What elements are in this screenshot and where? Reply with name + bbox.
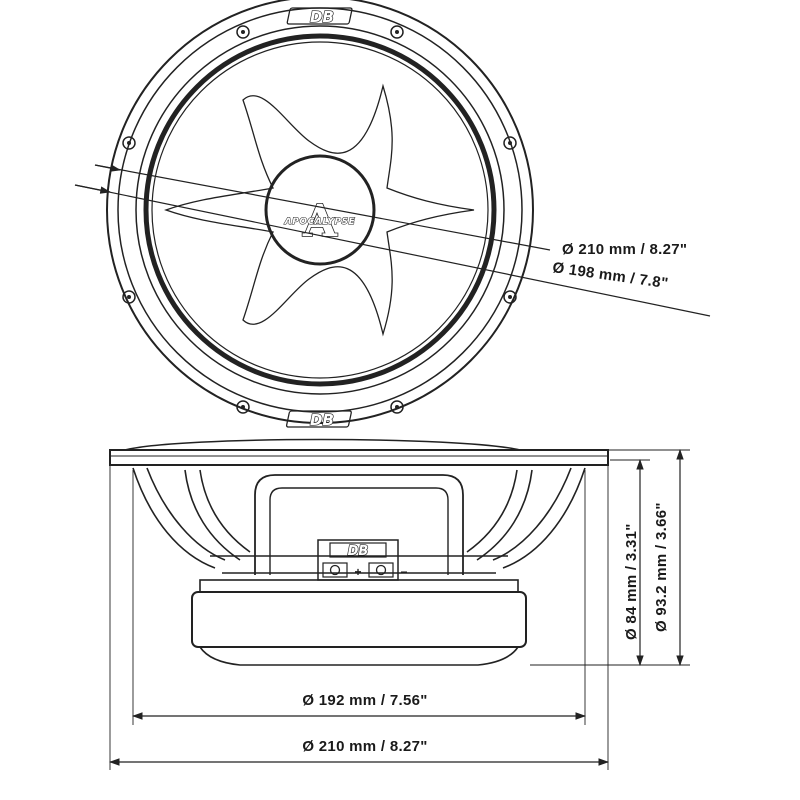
brand-logo-bottom: DB xyxy=(285,410,352,430)
dim-outer-leader xyxy=(94,164,551,251)
mounting-screw-icon xyxy=(390,25,404,39)
brand-logo-side: DB xyxy=(329,542,387,560)
motor-plate xyxy=(199,579,519,593)
mounting-screw-icon xyxy=(390,400,404,414)
mounting-screw-icon xyxy=(236,25,250,39)
brand-logo-top: DB xyxy=(286,7,353,27)
svg-text:DB: DB xyxy=(310,411,334,429)
mounting-screw-icon xyxy=(122,290,136,304)
top-view: A APOCALYPSE DB DB Ø 210 mm / 8.27" Ø 19… xyxy=(74,0,711,430)
dim-cutout-arrow xyxy=(74,184,112,194)
svg-text:DB: DB xyxy=(348,544,369,559)
outer-frame-ring xyxy=(106,0,534,424)
mounting-flange xyxy=(109,449,609,466)
dim-outer-arrow xyxy=(94,164,122,172)
side-view: + − DB Ø 84 mm / 3.31" Ø 93.2 mm / 3.66"… xyxy=(108,438,690,770)
product-logo-letter: A xyxy=(302,196,338,247)
dim-cutout-leader xyxy=(74,184,711,317)
dim-basket-label: Ø 192 mm / 7.56" xyxy=(302,692,427,709)
mounting-screw-icon xyxy=(236,400,250,414)
terminal-plus-label: + xyxy=(354,565,361,579)
terminal-minus-label: − xyxy=(400,565,407,579)
dim-overall-label: Ø 210 mm / 8.27" xyxy=(302,738,427,755)
mounting-screw-icon xyxy=(503,136,517,150)
dim-mount-depth-label: Ø 84 mm / 3.31" xyxy=(623,523,640,640)
cone-star-pattern xyxy=(164,83,475,337)
basket-frame xyxy=(132,467,586,575)
dim-total-depth-label: Ø 93.2 mm / 3.66" xyxy=(653,502,670,632)
terminal-plus-screw xyxy=(329,564,341,576)
gasket-outer-ring xyxy=(135,25,505,395)
magnet-bottom-edge xyxy=(199,646,519,666)
magnet-body xyxy=(191,591,527,648)
dust-cap xyxy=(264,154,376,266)
mounting-screws xyxy=(122,25,517,414)
terminal-minus-screw xyxy=(375,564,387,576)
svg-text:DB: DB xyxy=(310,8,334,26)
cone-edge-ring xyxy=(151,41,489,379)
surround-ring xyxy=(143,33,497,387)
dim-outer-label: Ø 210 mm / 8.27" xyxy=(562,241,687,258)
product-logo-word: APOCALYPSE xyxy=(284,217,356,227)
mounting-screw-icon xyxy=(503,290,517,304)
mounting-screw-icon xyxy=(122,136,136,150)
surround-profile xyxy=(124,438,521,451)
